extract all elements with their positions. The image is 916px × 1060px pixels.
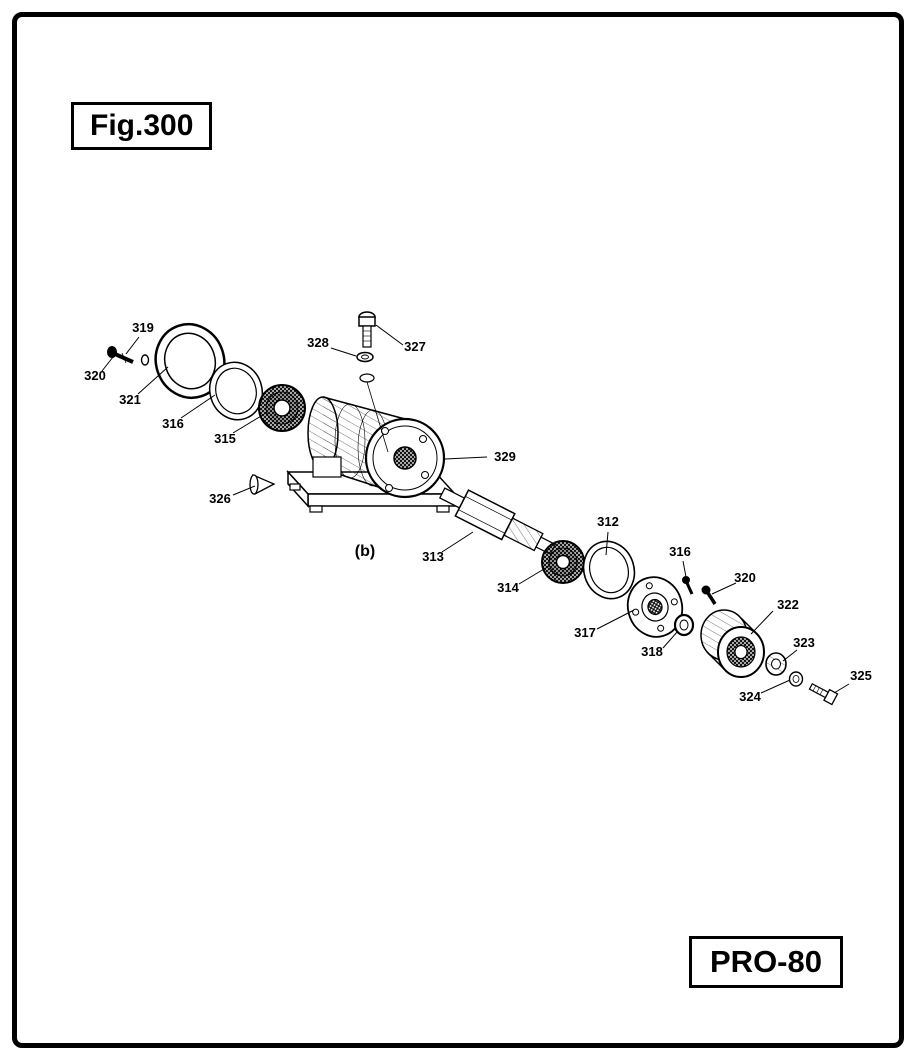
gear-315: [258, 384, 306, 432]
callout-327: 327: [404, 339, 426, 354]
callout-314: 314: [497, 580, 519, 595]
callout-320: 320: [84, 368, 106, 383]
callout-labels: 319 320 321 316 315 328 327 329 326 (b) …: [84, 320, 872, 704]
callout-328: 328: [307, 335, 329, 350]
callout-329: 329: [494, 449, 516, 464]
callout-317: 317: [574, 625, 596, 640]
screw-320-left: [107, 346, 134, 364]
drum-322: [700, 609, 765, 678]
model-label: PRO-80: [710, 944, 822, 979]
shaft-313: [438, 487, 557, 556]
washer-324: [788, 671, 804, 687]
ring-312: [582, 540, 636, 600]
callout-324: 324: [739, 689, 761, 704]
callout-319: 319: [132, 320, 154, 335]
screw-325: [808, 683, 839, 706]
motor-housing-329: [286, 396, 457, 513]
callout-321: 321: [119, 392, 141, 407]
callout-320-right: 320: [734, 570, 756, 585]
callout-322: 322: [777, 597, 799, 612]
figure-title: Fig.300: [90, 109, 194, 142]
callout-312: 312: [597, 514, 619, 529]
callout-316-right: 316: [669, 544, 691, 559]
callout-326: 326: [209, 491, 231, 506]
ring-316-left: [208, 361, 264, 421]
callout-313: 313: [422, 549, 444, 564]
callout-316: 316: [162, 416, 184, 431]
ring-318: [673, 613, 695, 637]
plug-326: [249, 473, 276, 496]
callout-318: 318: [641, 644, 663, 659]
callout-315: 315: [214, 431, 236, 446]
exploded-diagram: 319 320 321 316 315 328 327 329 326 (b) …: [84, 311, 872, 706]
bolt-327: [358, 311, 376, 348]
washer-323: [765, 652, 787, 676]
flange-317: [626, 576, 684, 638]
page-border: Fig.300 PRO-80: [12, 12, 904, 1048]
leader-lines: [101, 324, 850, 694]
callout-323: 323: [793, 635, 815, 650]
washer-328: [356, 351, 389, 453]
screw-320-right: [701, 585, 717, 605]
sub-assembly-label: (b): [355, 543, 375, 560]
figure-title-box: Fig.300: [71, 102, 213, 150]
callout-325: 325: [850, 668, 872, 683]
gear-314: [541, 540, 585, 584]
model-box: PRO-80: [689, 936, 843, 988]
screw-316-right: [682, 576, 694, 595]
washer-319: [140, 354, 150, 366]
